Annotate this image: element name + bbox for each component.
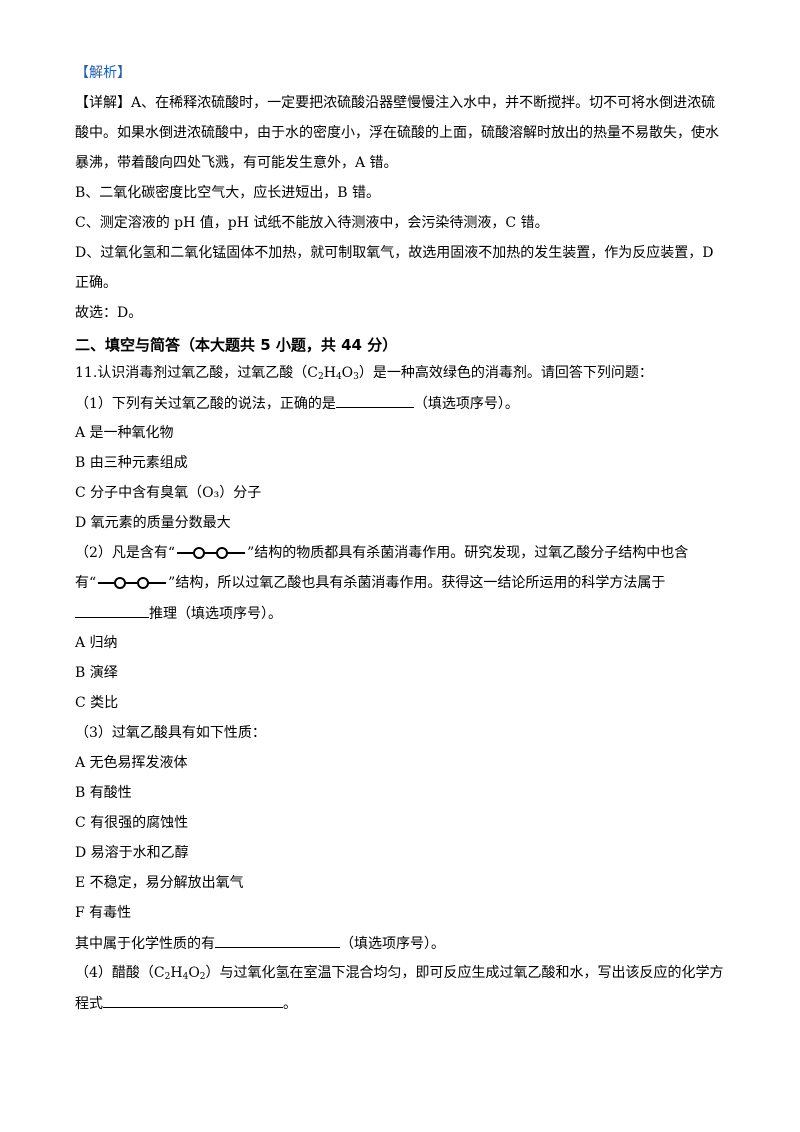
q11-part3-question: 其中属于化学性质的有（填选项序号）。 [75, 933, 445, 954]
answer-blank[interactable] [335, 393, 414, 408]
peroxide-structure-icon [98, 577, 167, 589]
section-title: 二、填空与简答（本大题共 5 小题，共 44 分） [75, 336, 398, 354]
explanation-b: B、二氧化碳密度比空气大，应长进短出，B 错。 [75, 185, 381, 201]
explanation-d-line-2: 正确。 [75, 275, 117, 291]
q11-part4-line-2: 程式。 [75, 993, 297, 1014]
q11-part3-stem: （3）过氧乙酸具有如下性质： [75, 725, 266, 741]
q11-part2-option-b: B 演绎 [75, 665, 118, 681]
q11-part3-option-c: C 有很强的腐蚀性 [75, 815, 189, 831]
explanation-c: C、测定溶液的 pH 值，pH 试纸不能放入待测液中，会污染待测液，C 错。 [75, 215, 549, 231]
answer-blank[interactable] [75, 603, 149, 618]
q11-part2-line-3: 推理（填选项序号）。 [75, 603, 282, 624]
q11-part3-option-d: D 易溶于水和乙醇 [75, 845, 189, 861]
analysis-label: 【解析】 [75, 65, 131, 81]
answer-blank[interactable] [103, 993, 283, 1008]
q11-part2-line-1: （2）凡是含有“”结构的物质都具有杀菌消毒作用。研究发现，过氧乙酸分子结构中也含 [75, 545, 689, 561]
answer-line: 故选：D。 [75, 305, 143, 321]
detail-line-1: 【详解】A、在稀释浓硫酸时，一定要把浓硫酸沿器壁慢慢注入水中，并不断搅拌。切不可… [75, 95, 716, 111]
answer-blank[interactable] [215, 933, 340, 948]
detail-line-3: 暴沸，带着酸向四处飞溅，有可能发生意外，A 错。 [75, 155, 398, 171]
q11-part1-stem: （1）下列有关过氧乙酸的说法，正确的是（填选项序号）。 [75, 393, 519, 414]
q11-part1-option-d: D 氧元素的质量分数最大 [75, 515, 231, 531]
q11-part3-option-e: E 不稳定，易分解放出氧气 [75, 875, 244, 891]
q11-part3-option-b: B 有酸性 [75, 785, 132, 801]
q11-part2-option-a: A 归纳 [75, 635, 118, 651]
q11-part2-option-c: C 类比 [75, 695, 119, 711]
q11-part1-option-b: B 由三种元素组成 [75, 455, 188, 471]
q11-part4-line-1: （4）醋酸（C2H4O2）与过氧化氢在室温下混合均匀，即可反应生成过氧乙酸和水，… [75, 965, 724, 982]
q11-part3-option-a: A 无色易挥发液体 [75, 755, 188, 771]
q11-part1-option-a: A 是一种氧化物 [75, 425, 174, 441]
q11-part2-line-2: 有“”结构，所以过氧乙酸也具有杀菌消毒作用。获得这一结论所运用的科学方法属于 [75, 575, 666, 591]
q11-part3-option-f: F 有毒性 [75, 905, 132, 921]
detail-line-2: 酸中。如果水倒进浓硫酸中，由于水的密度小，浮在硫酸的上面，硫酸溶解时放出的热量不… [75, 125, 719, 141]
explanation-d-line-1: D、过氧化氢和二氧化锰固体不加热，就可制取氧气，故选用固液不加热的发生装置，作为… [75, 245, 714, 261]
peroxide-structure-icon [177, 547, 246, 559]
q11-part1-option-c: C 分子中含有臭氧（O₃）分子 [75, 485, 262, 501]
q11-intro: 11.认识消毒剂过氧乙酸，过氧乙酸（C2H4O3）是一种高效绿色的消毒剂。请回答… [75, 365, 653, 382]
